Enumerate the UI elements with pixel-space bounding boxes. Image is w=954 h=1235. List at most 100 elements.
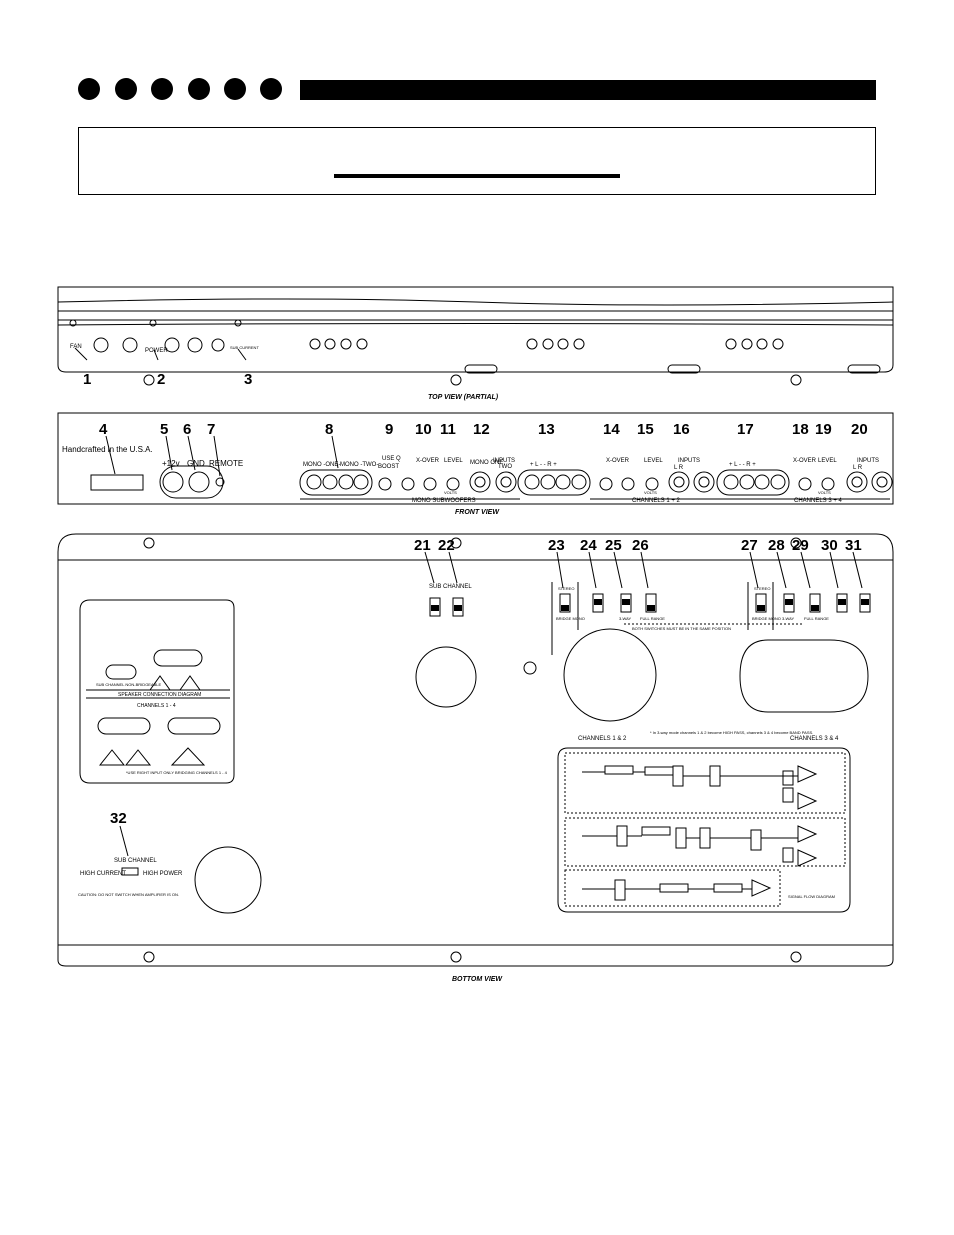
callout-4: 4 xyxy=(99,421,108,438)
terminal-group xyxy=(309,338,784,350)
callout-15: 15 xyxy=(637,421,654,438)
three-way-note: * In 3-way mode channels 1 & 2 become HI… xyxy=(650,730,813,735)
callout-16: 16 xyxy=(673,421,690,438)
inputs-label-20: INPUTS xyxy=(857,458,879,464)
speaker-connection-label: SPEAKER CONNECTION DIAGRAM xyxy=(118,692,201,698)
callout-8: 8 xyxy=(325,421,333,438)
plus12v-label: +12v xyxy=(162,459,180,468)
bass-eq-label: USE Q xyxy=(382,456,401,462)
channels-12-diagram-label: CHANNELS 1 & 2 xyxy=(578,736,627,742)
callout-23: 23 xyxy=(548,537,565,554)
callout-19: 19 xyxy=(815,421,832,438)
caution-note: CAUTION: DO NOT SWITCH WHEN AMPLIFIER IS… xyxy=(78,892,179,897)
sub-channel-label: SUB CHANNEL xyxy=(429,584,472,590)
inputs-label-12: INPUTS xyxy=(493,458,515,464)
volts-label-2: VOLTS xyxy=(644,490,657,495)
top-view-caption: TOP VIEW (PARTIAL) xyxy=(428,394,499,401)
stereo-label-2: STEREO xyxy=(754,586,770,591)
header-dot xyxy=(151,78,173,100)
callout-5: 5 xyxy=(160,421,168,438)
use-right-note: *USE RIGHT INPUT ONLY BRIDGING CHANNELS … xyxy=(126,770,228,775)
full-range-label-1: FULL RANGE xyxy=(640,616,665,621)
boost-label: BOOST xyxy=(378,464,399,470)
bridge-mono-label-1: BRIDGE MONO xyxy=(556,616,585,621)
callout-18: 18 xyxy=(792,421,809,438)
power-label: POWER xyxy=(145,348,168,354)
header-box xyxy=(78,127,876,195)
title-bar xyxy=(300,80,876,100)
lr-label-16: L R xyxy=(674,465,684,471)
sub-current-label: SUB CURRENT xyxy=(230,345,259,350)
xover-label-3: X-OVER xyxy=(793,458,817,464)
callout-24: 24 xyxy=(580,537,597,554)
mono-one-input-label: MONO ONE xyxy=(470,460,503,466)
channels-34-label: CHANNELS 3 + 4 xyxy=(794,498,843,504)
volts-label-3: VOLTS xyxy=(818,490,831,495)
callout-27: 27 xyxy=(741,537,758,554)
callout-28: 28 xyxy=(768,537,785,554)
mono-two-input-label: TWO xyxy=(498,464,512,470)
callout-30: 30 xyxy=(821,537,838,554)
header-dot xyxy=(260,78,282,100)
bridge-mono-label-2: BRIDGE MONO xyxy=(752,616,781,621)
high-power-label: HIGH POWER xyxy=(143,871,183,877)
callout-14: 14 xyxy=(603,421,620,438)
callout-13: 13 xyxy=(538,421,555,438)
stereo-label-1: STEREO xyxy=(558,586,574,591)
channels-34-diagram-label: CHANNELS 3 & 4 xyxy=(790,736,839,742)
mono-subwoofers-label: MONO SUBWOOFERS xyxy=(412,498,476,504)
callout-1: 1 xyxy=(83,371,91,388)
gnd-label: GND xyxy=(187,459,205,468)
header-dot xyxy=(188,78,210,100)
callout-22: 22 xyxy=(438,537,455,554)
callout-9: 9 xyxy=(385,421,393,438)
callout-21: 21 xyxy=(414,537,431,554)
callout-31: 31 xyxy=(845,537,862,554)
callout-12: 12 xyxy=(473,421,490,438)
callout-20: 20 xyxy=(851,421,868,438)
callout-26: 26 xyxy=(632,537,649,554)
level-label-2: LEVEL xyxy=(644,458,663,464)
header-dot xyxy=(115,78,137,100)
level-label-1: LEVEL xyxy=(444,458,463,464)
channels-1-4-label: CHANNELS 1 - 4 xyxy=(137,703,176,709)
sub-channel-nb-label: SUB CHANNEL NON-BRIDGEABLE xyxy=(96,682,162,687)
header-dot xyxy=(78,78,100,100)
callout-7: 7 xyxy=(207,421,215,438)
xover-label-2: X-OVER xyxy=(606,458,630,464)
level-label-3: LEVEL xyxy=(818,458,837,464)
callout-2: 2 xyxy=(157,371,165,388)
callout-17: 17 xyxy=(737,421,754,438)
front-view-caption: FRONT VIEW xyxy=(455,509,500,516)
front-view-panel xyxy=(57,412,894,505)
lr-label-17: + L - - R + xyxy=(729,462,756,468)
callout-32: 32 xyxy=(110,810,127,827)
full-range-label-2: FULL RANGE xyxy=(804,616,829,621)
inputs-label-16: INPUTS xyxy=(678,458,700,464)
xover-label-1: X-OVER xyxy=(416,458,440,464)
bottom-view-panel xyxy=(57,533,894,967)
mono-two-label: MONO -TWO- xyxy=(340,462,378,468)
volts-label-1: VOLTS xyxy=(444,490,457,495)
top-view-panel xyxy=(57,286,894,386)
three-way-label-1: 3-WAY xyxy=(619,616,632,621)
callout-25: 25 xyxy=(605,537,622,554)
callout-10: 10 xyxy=(415,421,432,438)
bottom-view-caption: BOTTOM VIEW xyxy=(452,976,503,983)
callout-3: 3 xyxy=(244,371,252,388)
signal-flow-label: SIGNAL FLOW DIAGRAM xyxy=(788,894,835,899)
callout-6: 6 xyxy=(183,421,191,438)
header-box-rule xyxy=(334,174,620,178)
callout-11: 11 xyxy=(440,421,456,438)
handcrafted-label: Handcrafted in the U.S.A. xyxy=(62,445,153,454)
both-switches-note: BOTH SWITCHES MUST BE IN THE SAME POSITI… xyxy=(632,626,731,631)
lr-label-20: L R xyxy=(853,465,863,471)
channels-12-label: CHANNELS 1 + 2 xyxy=(632,498,681,504)
three-way-label-2: 3-WAY xyxy=(782,616,795,621)
fan-label: FAN xyxy=(70,344,82,350)
lr-label-13: + L - - R + xyxy=(530,462,557,468)
mono-one-label: MONO -ONE- xyxy=(303,462,340,468)
high-current-label: HIGH CURRENT xyxy=(80,871,126,877)
sub-channel-32-label: SUB CHANNEL xyxy=(114,858,157,864)
